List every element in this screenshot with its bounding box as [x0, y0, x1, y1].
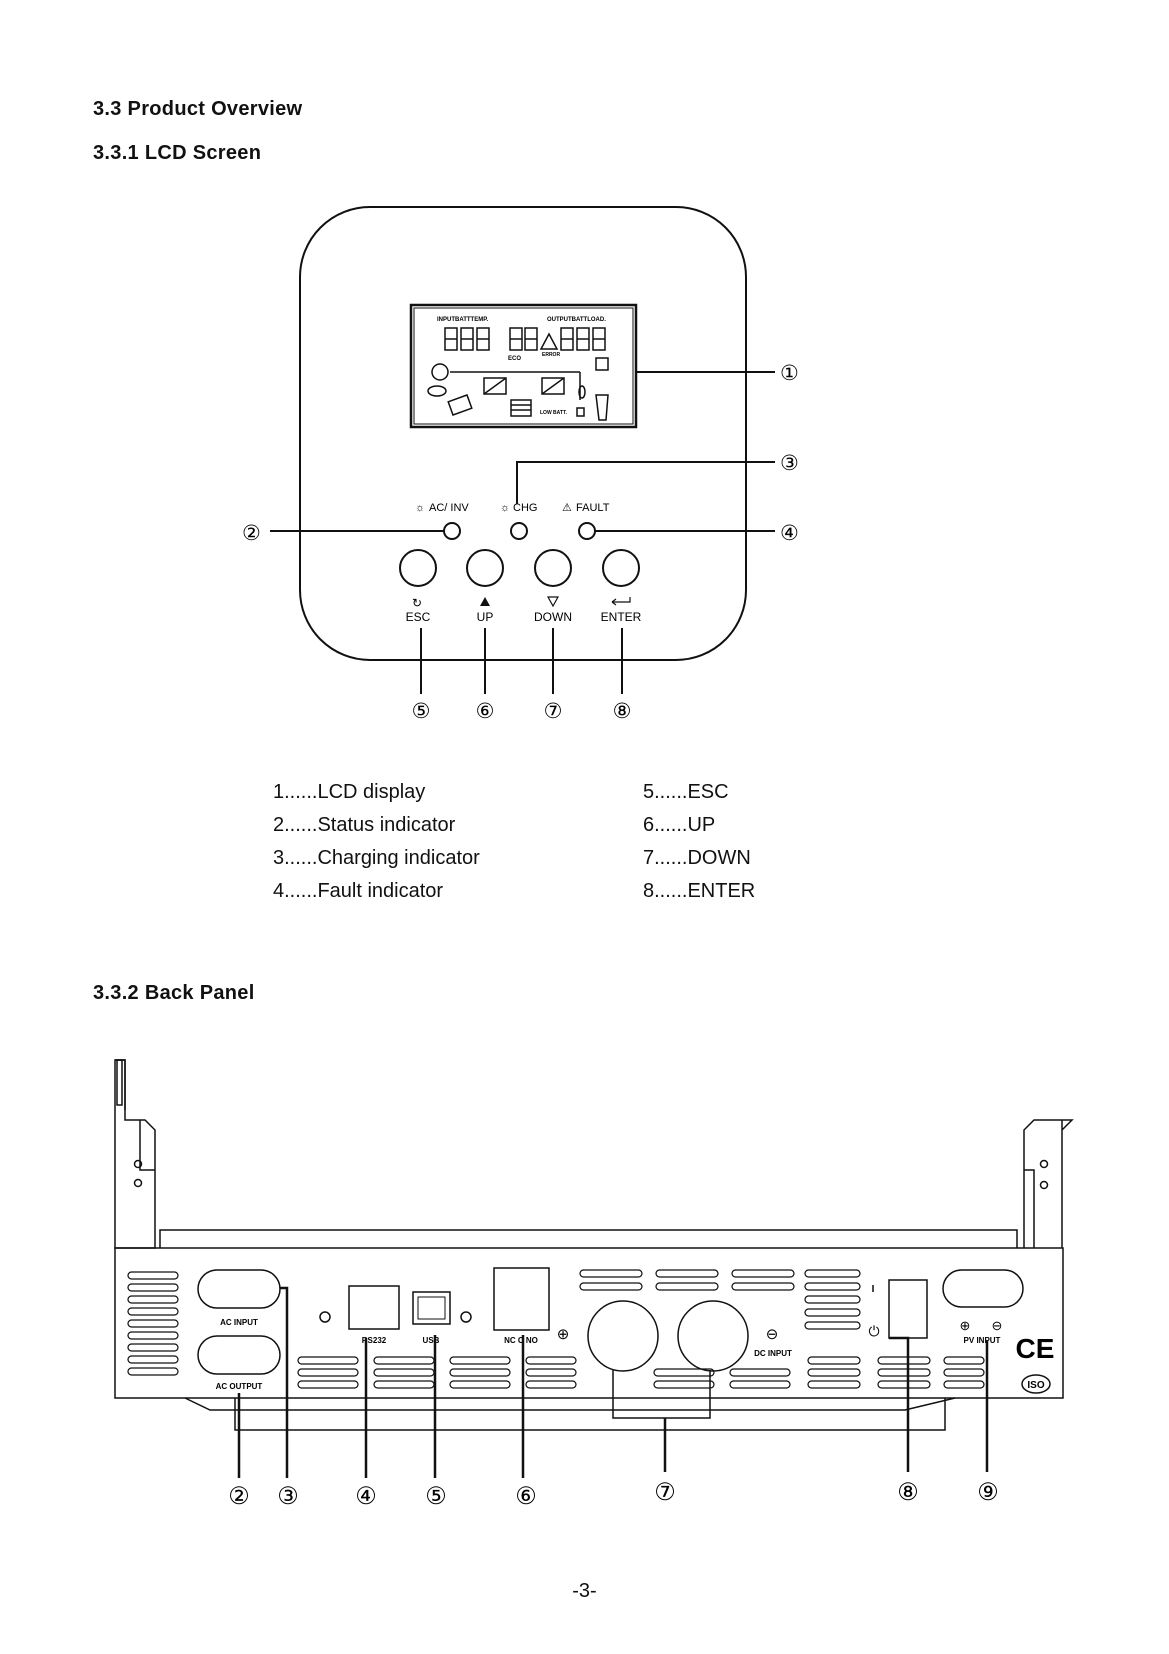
lcd-low-batt-label: LOW BATT.	[540, 410, 567, 416]
esc-button[interactable]	[399, 549, 437, 587]
back-callout-2: ②	[228, 1483, 250, 1510]
page-number: -3-	[572, 1580, 597, 1602]
relay-terminal	[493, 1267, 550, 1331]
power-icon: ⏻	[868, 1323, 879, 1339]
minus-icon: ⊖	[766, 1326, 779, 1343]
status-led	[443, 522, 461, 540]
dc-negative-terminal	[677, 1300, 749, 1372]
back-callout-5: ⑤	[425, 1483, 447, 1510]
lcd-screen-title: 3.3.1 LCD Screen	[93, 142, 262, 164]
ac-inv-label: AC/ INV	[429, 502, 469, 514]
dc-input-label: DC INPUT	[754, 1349, 792, 1358]
pv-plus-icon: ⊕	[960, 1318, 971, 1333]
front-panel-outline	[299, 206, 747, 661]
lcd-display: INPUTBATTTEMP. OUTPUTBATTLOAD.	[409, 303, 638, 429]
fault-led	[578, 522, 596, 540]
callout-1: ①	[780, 362, 799, 385]
legend-item-up: 6......UP	[643, 814, 716, 836]
power-switch[interactable]	[888, 1279, 928, 1339]
sun-icon-ac: ☼	[415, 502, 425, 514]
up-button[interactable]	[466, 549, 504, 587]
screw-left	[319, 1311, 331, 1323]
back-panel-title: 3.3.2 Back Panel	[93, 982, 255, 1004]
screw-right	[460, 1311, 472, 1323]
callout-3: ③	[780, 452, 799, 475]
down-arrow-icon	[546, 596, 560, 608]
ce-mark: CE	[1016, 1333, 1055, 1364]
esc-label: ESC	[406, 610, 431, 624]
legend-item-status-indicator: 2......Status indicator	[273, 814, 456, 836]
chg-label: CHG	[513, 502, 537, 514]
rs232-port	[348, 1285, 400, 1330]
lcd-legend-right: 5......ESC 6......UP 7......DOWN 8......…	[643, 776, 755, 908]
callout-2: ②	[242, 522, 261, 545]
lcd-eco-label: ECO	[508, 356, 521, 362]
lcd-panel-diagram: INPUTBATTTEMP. OUTPUTBATTLOAD.	[242, 206, 799, 723]
pv-input-socket	[942, 1269, 1024, 1308]
back-panel-diagram: AC INPUT AC OUTPUT RS232 USB NC C NO ⊕ ⊖…	[114, 1059, 1074, 1510]
iso-badge	[1021, 1374, 1051, 1394]
back-callout-9: ⑨	[977, 1479, 999, 1506]
lcd-legend-left: 1......LCD display 2......Status indicat…	[273, 776, 480, 908]
up-label: UP	[477, 610, 494, 624]
callout-4: ④	[780, 522, 799, 545]
usb-label: USB	[423, 1336, 440, 1345]
lcd-error-label: ERROR	[542, 352, 560, 358]
fault-label: FAULT	[576, 502, 610, 514]
ac-output-label: AC OUTPUT	[216, 1382, 263, 1391]
legend-item-charging-indicator: 3......Charging indicator	[273, 847, 480, 869]
back-callout-7: ⑦	[654, 1479, 676, 1506]
legend-item-enter: 8......ENTER	[643, 880, 756, 902]
warning-icon: ⚠	[562, 502, 572, 514]
enter-button[interactable]	[602, 549, 640, 587]
ac-output-socket	[197, 1335, 281, 1375]
pv-input-label: PV INPUT	[964, 1336, 1001, 1345]
ac-input-socket	[197, 1269, 281, 1309]
rotate-icon: ↻	[412, 596, 422, 610]
switch-on-label: I	[872, 1284, 875, 1295]
back-callout-4: ④	[355, 1483, 377, 1510]
legend-item-down: 7......DOWN	[643, 847, 751, 869]
up-arrow-icon	[480, 597, 490, 606]
legend-item-lcd-display: 1......LCD display	[273, 781, 426, 803]
callout-8: ⑧	[613, 700, 632, 723]
pv-minus-icon: ⊖	[992, 1318, 1003, 1333]
usb-port	[412, 1291, 451, 1325]
legend-item-esc: 5......ESC	[643, 781, 729, 803]
sun-icon-chg: ☼	[500, 502, 510, 514]
dc-positive-terminal	[587, 1300, 659, 1372]
lcd-output-label: OUTPUTBATTLOAD.	[547, 317, 606, 323]
down-button[interactable]	[534, 549, 572, 587]
iso-mark: ISO	[1027, 1380, 1044, 1391]
section-title: 3.3 Product Overview	[93, 98, 303, 120]
charging-led	[510, 522, 528, 540]
lcd-input-label: INPUTBATTTEMP.	[437, 317, 488, 323]
back-callout-6: ⑥	[515, 1483, 537, 1510]
down-label: DOWN	[534, 610, 572, 624]
plus-icon: ⊕	[557, 1326, 570, 1343]
callout-7: ⑦	[544, 700, 563, 723]
legend-item-fault-indicator: 4......Fault indicator	[273, 880, 444, 902]
back-callout-3: ③	[277, 1483, 299, 1510]
callout-6: ⑥	[476, 700, 495, 723]
ac-input-label: AC INPUT	[220, 1318, 258, 1327]
enter-label: ENTER	[601, 610, 642, 624]
callout-5: ⑤	[412, 700, 431, 723]
rs232-label: RS232	[362, 1336, 387, 1345]
enter-arrow-icon	[611, 597, 631, 606]
relay-label: NC C NO	[504, 1336, 538, 1345]
back-callout-8: ⑧	[897, 1479, 919, 1506]
